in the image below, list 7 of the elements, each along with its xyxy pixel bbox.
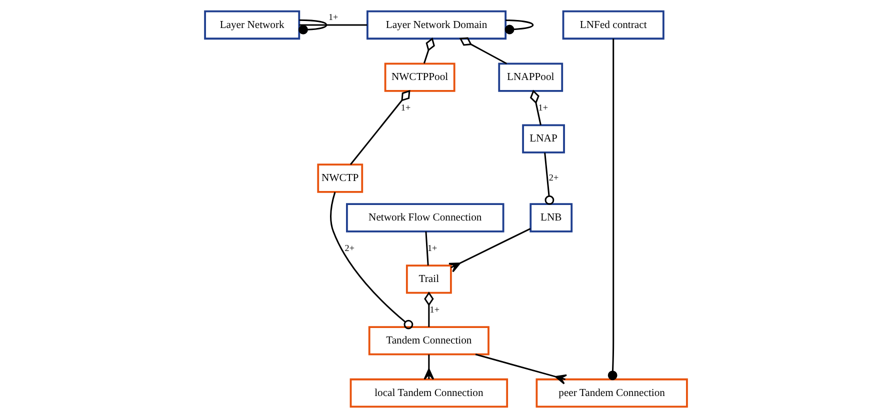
- edge-label: 2+: [344, 242, 354, 253]
- edge-label: 1+: [328, 12, 338, 22]
- edge-label: 1+: [429, 304, 439, 314]
- edge-label: 1+: [426, 242, 437, 253]
- edge-label: 2+: [548, 172, 558, 183]
- edge-label: 1+: [538, 102, 548, 112]
- edge-label: 1+: [400, 102, 410, 112]
